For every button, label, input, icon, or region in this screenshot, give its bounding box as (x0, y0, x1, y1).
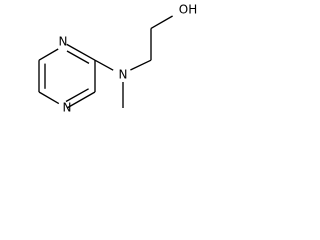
bond-ring-double-1 (66, 50, 90, 64)
atom-label-oh: OH (179, 3, 197, 17)
bond-ch2-to-oh (150, 15, 173, 29)
atom-label-n-top: N (59, 35, 68, 49)
bond-amine-to-ch2 (130, 59, 152, 71)
atom-label-n-amine: N (119, 68, 128, 82)
bond-ring-double-3 (65, 88, 89, 103)
bond-ring-3 (66, 91, 96, 109)
bond-ring-to-amine (94, 59, 114, 71)
structure-svg: N N N OH (38, 3, 197, 115)
atom-label-n-bottom: N (63, 101, 72, 115)
bond-ring-1 (66, 43, 96, 61)
molecule-diagram: N N N OH (0, 0, 221, 120)
bond-ring-6 (38, 48, 59, 61)
bond-ring-4 (38, 91, 60, 105)
